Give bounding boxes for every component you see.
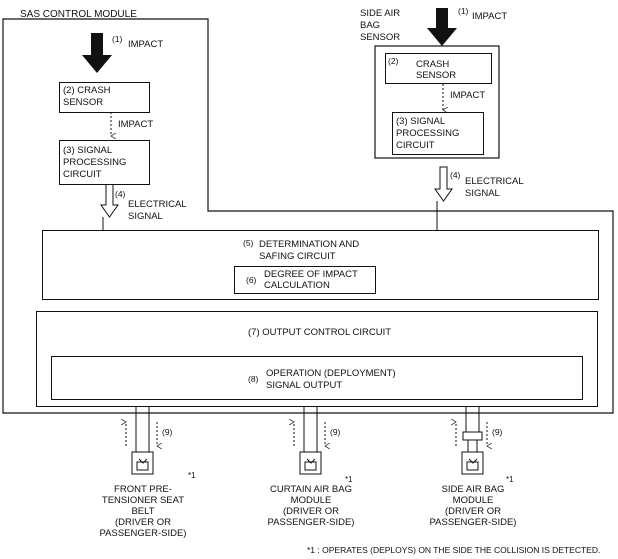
side-airbag-label: SIDE AIR BAG MODULE (DRIVER OR PASSENGER… bbox=[408, 484, 538, 528]
note-mark-side: *1 bbox=[506, 475, 514, 484]
side-sensor-title-2: BAG bbox=[360, 20, 381, 31]
impact-arrow-left bbox=[82, 33, 112, 73]
output-label: OUTPUT CONTROL CIRCUIT bbox=[262, 327, 392, 338]
signal-processing-box-left: (3) SIGNAL PROCESSING CIRCUIT bbox=[59, 140, 150, 185]
determination-num: (5) bbox=[243, 238, 254, 248]
side-line-4: PASSENGER-SIDE) bbox=[429, 517, 517, 528]
elec-num-right: (4) bbox=[450, 170, 461, 180]
elec-line1-right: ELECTRICAL bbox=[465, 176, 524, 187]
sig-line2-left: PROCESSING bbox=[63, 157, 127, 168]
front-pretensioner-label: FRONT PRE- TENSIONER SEAT BELT (DRIVER O… bbox=[78, 484, 208, 539]
crash-line2-right: SENSOR bbox=[416, 70, 457, 81]
sig-line1-left: SIGNAL bbox=[77, 145, 113, 156]
operation-num: (8) bbox=[248, 374, 259, 384]
curtain-airbag-label: CURTAIN AIR BAG MODULE (DRIVER OR PASSEN… bbox=[246, 484, 376, 528]
side-airbag-icon bbox=[461, 440, 484, 475]
determination-line1: DETERMINATION AND bbox=[259, 239, 360, 250]
side-sensor-title-1: SIDE AIR bbox=[360, 8, 401, 19]
output-num: (7) bbox=[248, 327, 260, 338]
note-mark-curtain: *1 bbox=[345, 475, 353, 484]
sig-line1-right: SIGNAL bbox=[410, 116, 446, 127]
front-pretensioner-icon bbox=[131, 451, 154, 475]
side-line-3: (DRIVER OR bbox=[445, 506, 501, 517]
impact2-left: IMPACT bbox=[118, 119, 154, 130]
sas-module-outline bbox=[2, 18, 614, 414]
note-mark-front: *1 bbox=[188, 471, 196, 480]
sig-num-left: (3) bbox=[63, 145, 75, 156]
signal-processing-box-right: (3) SIGNAL PROCESSING CIRCUIT bbox=[392, 112, 484, 155]
crash-num-left: (2) bbox=[63, 85, 75, 96]
curtain-line-1: CURTAIN AIR BAG bbox=[270, 484, 352, 495]
curtain-airbag-icon bbox=[299, 451, 322, 475]
impact-label-right: IMPACT bbox=[472, 11, 508, 22]
nine-curtain: (9) bbox=[330, 427, 341, 437]
impact-num-right: (1) bbox=[458, 6, 469, 16]
nine-side: (9) bbox=[492, 427, 503, 437]
determination-line2: SAFING CIRCUIT bbox=[259, 251, 336, 262]
side-connector bbox=[462, 431, 483, 441]
front-line-1: FRONT PRE- bbox=[114, 484, 172, 495]
elec-line2-left: SIGNAL bbox=[128, 211, 163, 222]
side-sensor-title-3: SENSOR bbox=[360, 32, 401, 43]
nine-front: (9) bbox=[162, 427, 173, 437]
side-sensor-outline bbox=[374, 45, 500, 159]
operation-box: (8) OPERATION (DEPLOYMENT) SIGNAL OUTPUT bbox=[51, 356, 583, 400]
elec-line1-left: ELECTRICAL bbox=[128, 199, 187, 210]
crash-line2-left: SENSOR bbox=[63, 97, 104, 108]
sig-line2-right: PROCESSING bbox=[396, 128, 460, 139]
degree-line2: CALCULATION bbox=[264, 280, 330, 291]
front-line-3: BELT bbox=[131, 506, 155, 517]
degree-line1: DEGREE OF IMPACT bbox=[264, 269, 358, 280]
operation-line2: SIGNAL OUTPUT bbox=[266, 380, 343, 391]
sas-module-title: SAS CONTROL MODULE bbox=[20, 9, 137, 20]
crash-line1-right: CRASH bbox=[416, 59, 450, 70]
sig-line3-right: CIRCUIT bbox=[396, 140, 435, 151]
crash-sensor-box-right: (2) CRASH SENSOR bbox=[385, 53, 492, 84]
electrical-arrow-right bbox=[434, 166, 453, 202]
footnote: *1 : OPERATES (DEPLOYS) ON THE SIDE THE … bbox=[307, 545, 601, 555]
impact2-right: IMPACT bbox=[450, 90, 486, 101]
sig-num-right: (3) bbox=[396, 116, 408, 127]
elec-num-left: (4) bbox=[115, 189, 126, 199]
operation-line1: OPERATION (DEPLOYMENT) bbox=[266, 368, 396, 379]
impact-num-left: (1) bbox=[112, 34, 123, 44]
side-line-1: SIDE AIR BAG bbox=[441, 484, 505, 495]
front-line-2: TENSIONER SEAT bbox=[101, 495, 185, 506]
crash-line1-left: CRASH bbox=[77, 85, 111, 96]
curtain-line-2: MODULE bbox=[290, 495, 332, 506]
electrical-arrow-left bbox=[100, 182, 119, 218]
output-control-box: (7) OUTPUT CONTROL CIRCUIT (8) OPERATION… bbox=[36, 311, 598, 407]
elec-line2-right: SIGNAL bbox=[465, 188, 500, 199]
side-line-2: MODULE bbox=[452, 495, 494, 506]
crash-num-right: (2) bbox=[388, 56, 399, 66]
crash-sensor-box-left: (2) CRASH SENSOR bbox=[59, 82, 150, 113]
front-line-4: (DRIVER OR bbox=[115, 517, 171, 528]
impact-arrow-right bbox=[427, 8, 457, 46]
sig-line3-left: CIRCUIT bbox=[63, 169, 102, 180]
degree-box: (6) DEGREE OF IMPACT CALCULATION bbox=[234, 266, 376, 294]
front-line-5: PASSENGER-SIDE) bbox=[99, 528, 187, 539]
degree-num: (6) bbox=[246, 275, 257, 285]
determination-box: (5) DETERMINATION AND SAFING CIRCUIT (6)… bbox=[42, 230, 599, 300]
curtain-line-4: PASSENGER-SIDE) bbox=[267, 517, 355, 528]
curtain-line-3: (DRIVER OR bbox=[283, 506, 339, 517]
impact-label-left: IMPACT bbox=[128, 39, 164, 50]
